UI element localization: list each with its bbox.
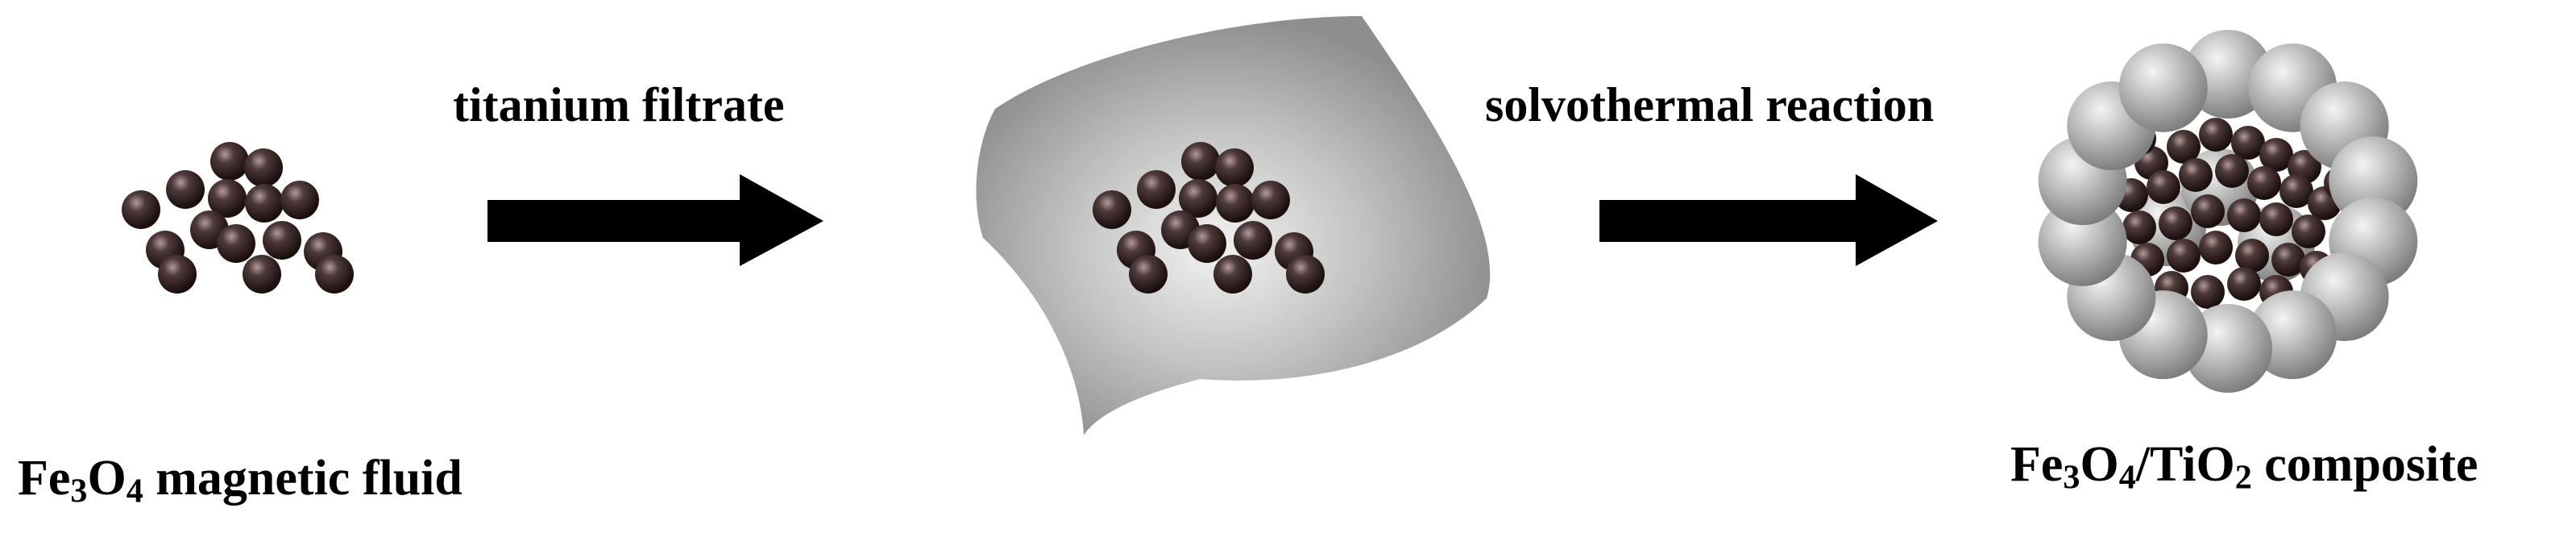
formula-subscript: 2 — [2234, 458, 2252, 497]
fe3o4-nanoparticle — [2215, 154, 2249, 188]
formula-part: Fe — [2010, 437, 2064, 492]
fe3o4-nanoparticle — [2199, 118, 2233, 152]
formula-part: Fe — [18, 451, 71, 506]
formula-subscript: 3 — [2063, 458, 2080, 497]
fe3o4-nanoparticle — [2259, 138, 2293, 172]
fe3o4-nanoparticle — [2167, 239, 2201, 273]
fe3o4-nanoparticle — [2292, 215, 2325, 248]
formula-part: /TiO — [2135, 437, 2235, 492]
fe3o4-nanoparticle-cluster-in-filtrate — [1093, 142, 1325, 294]
fe3o4-nanoparticle — [2235, 239, 2269, 273]
fe3o4-nanoparticle — [2271, 243, 2305, 277]
label-text: composite — [2251, 437, 2479, 492]
fe3o4-nanoparticle — [315, 255, 354, 294]
label-text: magnetic fluid — [143, 451, 463, 506]
fe3o4-nanoparticle — [245, 184, 284, 223]
fe3o4-nanoparticle — [1181, 142, 1220, 181]
fe3o4-nanoparticle-cluster — [122, 142, 354, 294]
fe3o4-nanoparticle — [1188, 224, 1226, 263]
formula-subscript: 4 — [126, 472, 143, 510]
fe3o4-nanoparticle — [166, 170, 205, 209]
fe3o4-nanoparticle — [1137, 170, 1176, 209]
formula-part: O — [2080, 437, 2119, 492]
fe3o4-nanoparticle — [2191, 275, 2225, 309]
fe3o4-nanoparticle — [2122, 210, 2156, 244]
step1-label: titanium filtrate — [453, 78, 785, 131]
fe3o4-nanoparticle — [158, 255, 197, 294]
tio2-shell-particle — [2329, 136, 2418, 226]
fe3o4-nanoparticle — [1216, 184, 1255, 223]
fe3o4-nanoparticle — [210, 142, 249, 181]
fe3o4-nanoparticle — [2227, 267, 2261, 301]
formula-subscript: 3 — [70, 472, 88, 510]
titanium-filtrate-sheet — [976, 16, 1491, 435]
fe3o4-nanoparticle — [1215, 148, 1254, 187]
fe3o4-nanoparticle — [2279, 174, 2313, 208]
fe3o4-nanoparticle — [280, 181, 319, 219]
fe3o4-nanoparticle — [2259, 202, 2293, 236]
tio2-shell-particle — [2118, 43, 2208, 132]
fe3o4-nanoparticle — [2147, 170, 2180, 204]
formula-subscript: 4 — [2118, 458, 2136, 497]
fe3o4-nanoparticle — [2227, 198, 2261, 232]
fe3o4-tio2-composite — [2038, 30, 2418, 393]
reaction-arrow-2 — [1599, 174, 1938, 266]
fe3o4-nanoparticle — [217, 224, 255, 263]
fe3o4-nanoparticle — [2191, 194, 2225, 228]
fe3o4-magnetic-fluid-label: Fe3O4 magnetic fluid — [18, 453, 463, 508]
fe3o4-nanoparticle — [1251, 181, 1290, 219]
fe3o4-nanoparticle — [1213, 255, 1252, 294]
fe3o4-nanoparticle — [122, 190, 160, 229]
formula-part: O — [87, 451, 127, 506]
fe3o4-nanoparticle — [244, 148, 283, 187]
fe3o4-nanoparticle — [2159, 206, 2192, 240]
fe3o4-nanoparticle — [1179, 179, 1217, 218]
fe3o4-nanoparticle — [1234, 221, 1272, 260]
step2-label: solvothermal reaction — [1485, 78, 1935, 131]
fe3o4-nanoparticle — [243, 255, 281, 294]
fe3o4-nanoparticle — [2247, 166, 2281, 200]
fe3o4-nanoparticle — [2199, 231, 2233, 265]
fe3o4-tio2-composite-label: Fe3O4/TiO2 composite — [2010, 439, 2478, 494]
fe3o4-nanoparticle — [1129, 255, 1168, 294]
fe3o4-nanoparticle — [1093, 190, 1131, 229]
fe3o4-nanoparticle — [208, 179, 247, 218]
fe3o4-nanoparticle — [2231, 126, 2265, 160]
fe3o4-nanoparticle — [263, 221, 301, 260]
reaction-arrow-1 — [487, 174, 823, 266]
fe3o4-nanoparticle — [1286, 255, 1325, 294]
fe3o4-nanoparticle — [2179, 158, 2213, 192]
fe3o4-nanoparticle — [2167, 130, 2201, 164]
tio2-shell-particle — [2038, 197, 2127, 286]
